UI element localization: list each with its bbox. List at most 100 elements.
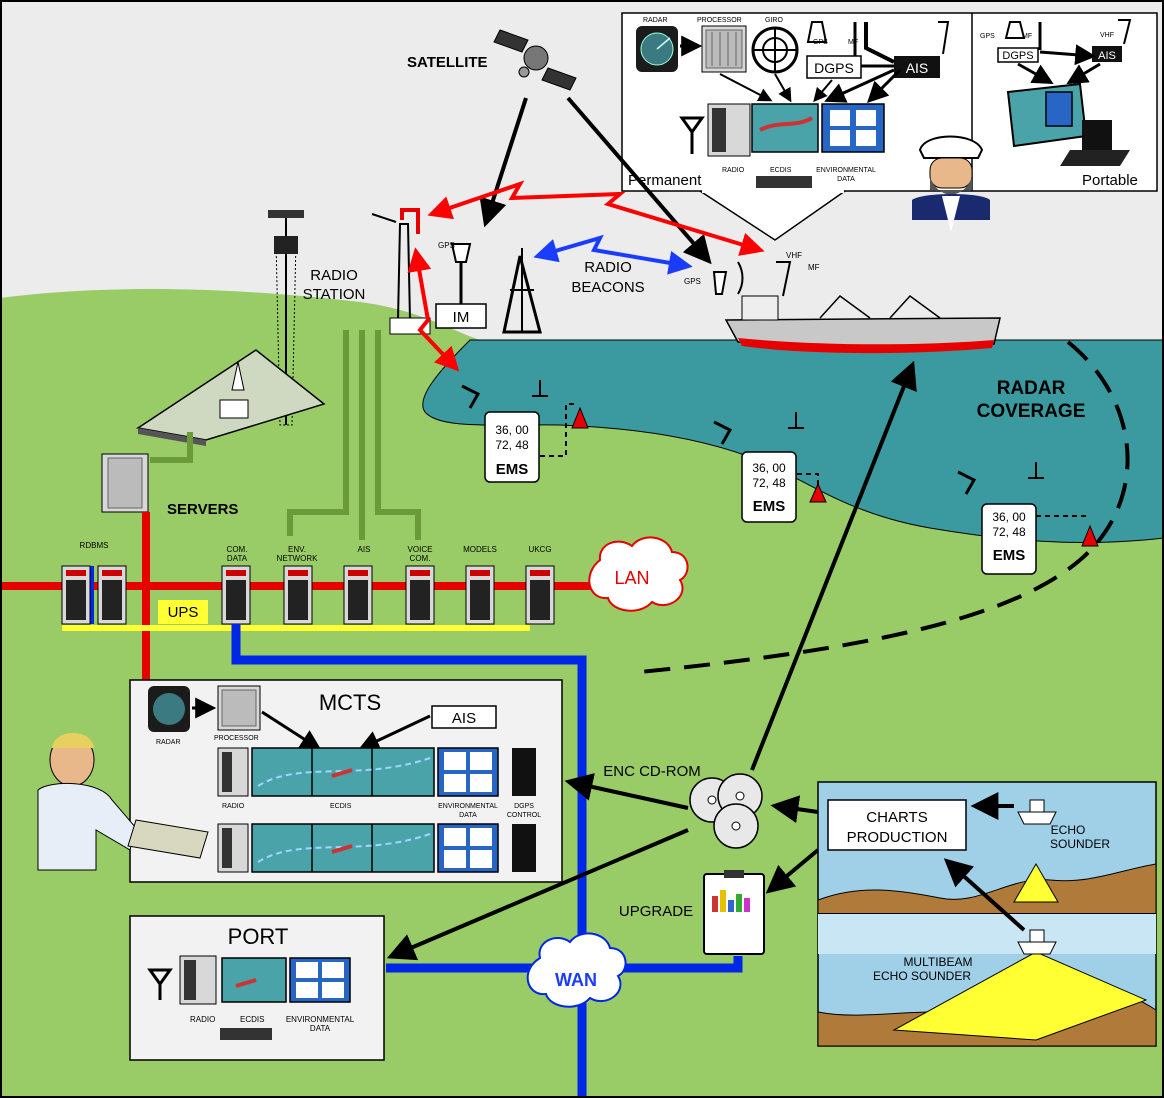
multibeam-beam (892, 951, 1148, 1041)
ship-mf-antenna-label: MF (808, 263, 820, 272)
portable-laptop-icon (1006, 82, 1130, 166)
server-label-voice: VOICE (408, 545, 433, 554)
ems-reading-2: 72, 48 (495, 438, 529, 452)
ship-dgps-label: DGPS (814, 60, 854, 76)
ship-env-label-2: DATA (837, 176, 855, 183)
echo-sounder-label-1: ECHO (1051, 823, 1086, 837)
radar-coverage-arc (639, 340, 1130, 674)
port-keyboard-icon (220, 1028, 272, 1040)
enc-cdrom-icon (689, 773, 763, 849)
mcts-dgps-control-icon (512, 748, 536, 796)
mcts-dgps-control-icon-2 (512, 824, 536, 872)
ship-radio-label: RADIO (722, 167, 745, 174)
charts-to-cdrom-arrow (770, 795, 819, 824)
ems-reading-2: 72, 48 (992, 525, 1026, 539)
upgrade-label: UPGRADE (619, 903, 693, 920)
portable-mf-label: MF (1022, 33, 1032, 40)
satellite-icon (493, 29, 577, 91)
wan-cloud (526, 932, 627, 1008)
ship-vhf-antenna-icon (938, 21, 950, 55)
radio-station-label-2: STATION (303, 286, 366, 303)
portable-ais-box (1092, 46, 1122, 62)
mcts-env-label-1: ENVIRONMENTAL (438, 803, 498, 810)
ship-radar-icon (636, 26, 678, 72)
ship-giro-label: GIRO (765, 17, 783, 24)
port-ecdis-label: ECDIS (240, 1015, 264, 1024)
ups-box (158, 600, 208, 624)
server-unit-ais (343, 565, 373, 625)
portable-ais-label: AIS (1098, 50, 1116, 62)
portable-dgps-box (997, 47, 1039, 63)
ems-unit: 36, 00 72, 48 EMS (957, 462, 1099, 575)
ems-reading-1: 36, 00 (495, 423, 529, 437)
radio-station-label-1: RADIO (310, 267, 358, 284)
server-label-ais: AIS (358, 545, 371, 554)
portable-gps-antenna-icon (1004, 21, 1026, 39)
cdrom-to-ship-arrow (750, 360, 917, 771)
ship-icon (712, 261, 1001, 354)
green-data-links (150, 330, 421, 540)
port-radio-label: RADIO (190, 1015, 215, 1024)
captain-figure (912, 135, 990, 232)
ship-permanent-label: Permanent (628, 172, 702, 189)
lan-cloud (588, 536, 689, 612)
radar-coverage-label-1: RADAR (997, 378, 1066, 399)
port-title: PORT (228, 924, 289, 949)
ship-portable-label: Portable (1082, 172, 1138, 189)
lan-label: LAN (614, 568, 649, 588)
port-env-label-2: DATA (310, 1024, 331, 1033)
mcts-env-label-2: DATA (459, 812, 477, 819)
survey-vessel-icon (1017, 799, 1057, 825)
ems-unit: 36, 00 72, 48 EMS (461, 380, 589, 483)
charts-production-box (827, 799, 967, 851)
ship-processor-icon (701, 25, 747, 73)
servers-rack-icon (101, 453, 149, 513)
ship-env-label-1: ENVIRONMENTAL (816, 167, 876, 174)
ship-mf-label: MF (848, 39, 858, 46)
ship-gps-antenna-icon (806, 21, 828, 43)
ems-reading-2: 72, 48 (752, 476, 786, 490)
satellite-label: SATELLITE (407, 54, 488, 71)
server-label-network: NETWORK (277, 554, 319, 563)
station-ems-radio-signal (407, 247, 460, 372)
server-label-rdbms: RDBMS (80, 541, 109, 550)
ems-unit: 36, 00 72, 48 EMS (713, 412, 827, 523)
ship-giro-icon (751, 26, 799, 74)
port-panel: PORT RADIO ECDIS ENVIRONMENTAL DATA (129, 915, 385, 1061)
multibeam-label-2: ECHO SOUNDER (873, 969, 971, 983)
radio-beacon-tower-icon (502, 248, 542, 334)
ship-gps-antenna-label: GPS (684, 277, 701, 286)
ups-label: UPS (168, 604, 199, 621)
cdrom-to-mcts-arrow (564, 773, 689, 810)
mcts-dgps-label-1: DGPS (514, 803, 534, 810)
server-label-models: MODELS (463, 545, 497, 554)
mcts-radar-label: RADAR (156, 739, 181, 746)
portable-vhf-label: VHF (1100, 32, 1114, 39)
multibeam-label-1: MULTIBEAM (903, 955, 972, 969)
mcts-processor-label: PROCESSOR (214, 735, 259, 742)
ship-keyboard-icon (756, 176, 812, 188)
portable-dgps-label: DGPS (1002, 50, 1033, 62)
mcts-ecdis-label: ECDIS (330, 803, 352, 810)
charts-to-upgrade-arrow (765, 848, 820, 894)
radar-coverage-label-2: COVERAGE (977, 401, 1086, 422)
charts-production-label-1: CHARTS (866, 809, 927, 826)
ems-label: EMS (993, 547, 1026, 564)
wan-branch-line (386, 956, 743, 973)
server-unit-env-network (283, 565, 313, 625)
ship-radar-label: RADAR (643, 17, 668, 24)
ship-vhf-antenna-label: VHF (786, 251, 802, 260)
ems-label: EMS (496, 461, 529, 478)
server-unit-rdbms (61, 565, 127, 625)
ship-ais-label: AIS (906, 60, 929, 76)
echo-sounder-label-2: SOUNDER (1050, 837, 1110, 851)
multibeam-vessel-icon (1017, 929, 1057, 955)
mcts-title: MCTS (319, 690, 381, 715)
ship-radio-icon (679, 103, 751, 157)
server-unit-com-data (221, 565, 251, 625)
upgrade-clipboard-icon (703, 870, 765, 955)
server-label-ukcg: UKCG (528, 545, 551, 554)
server-label-data: DATA (227, 554, 248, 563)
